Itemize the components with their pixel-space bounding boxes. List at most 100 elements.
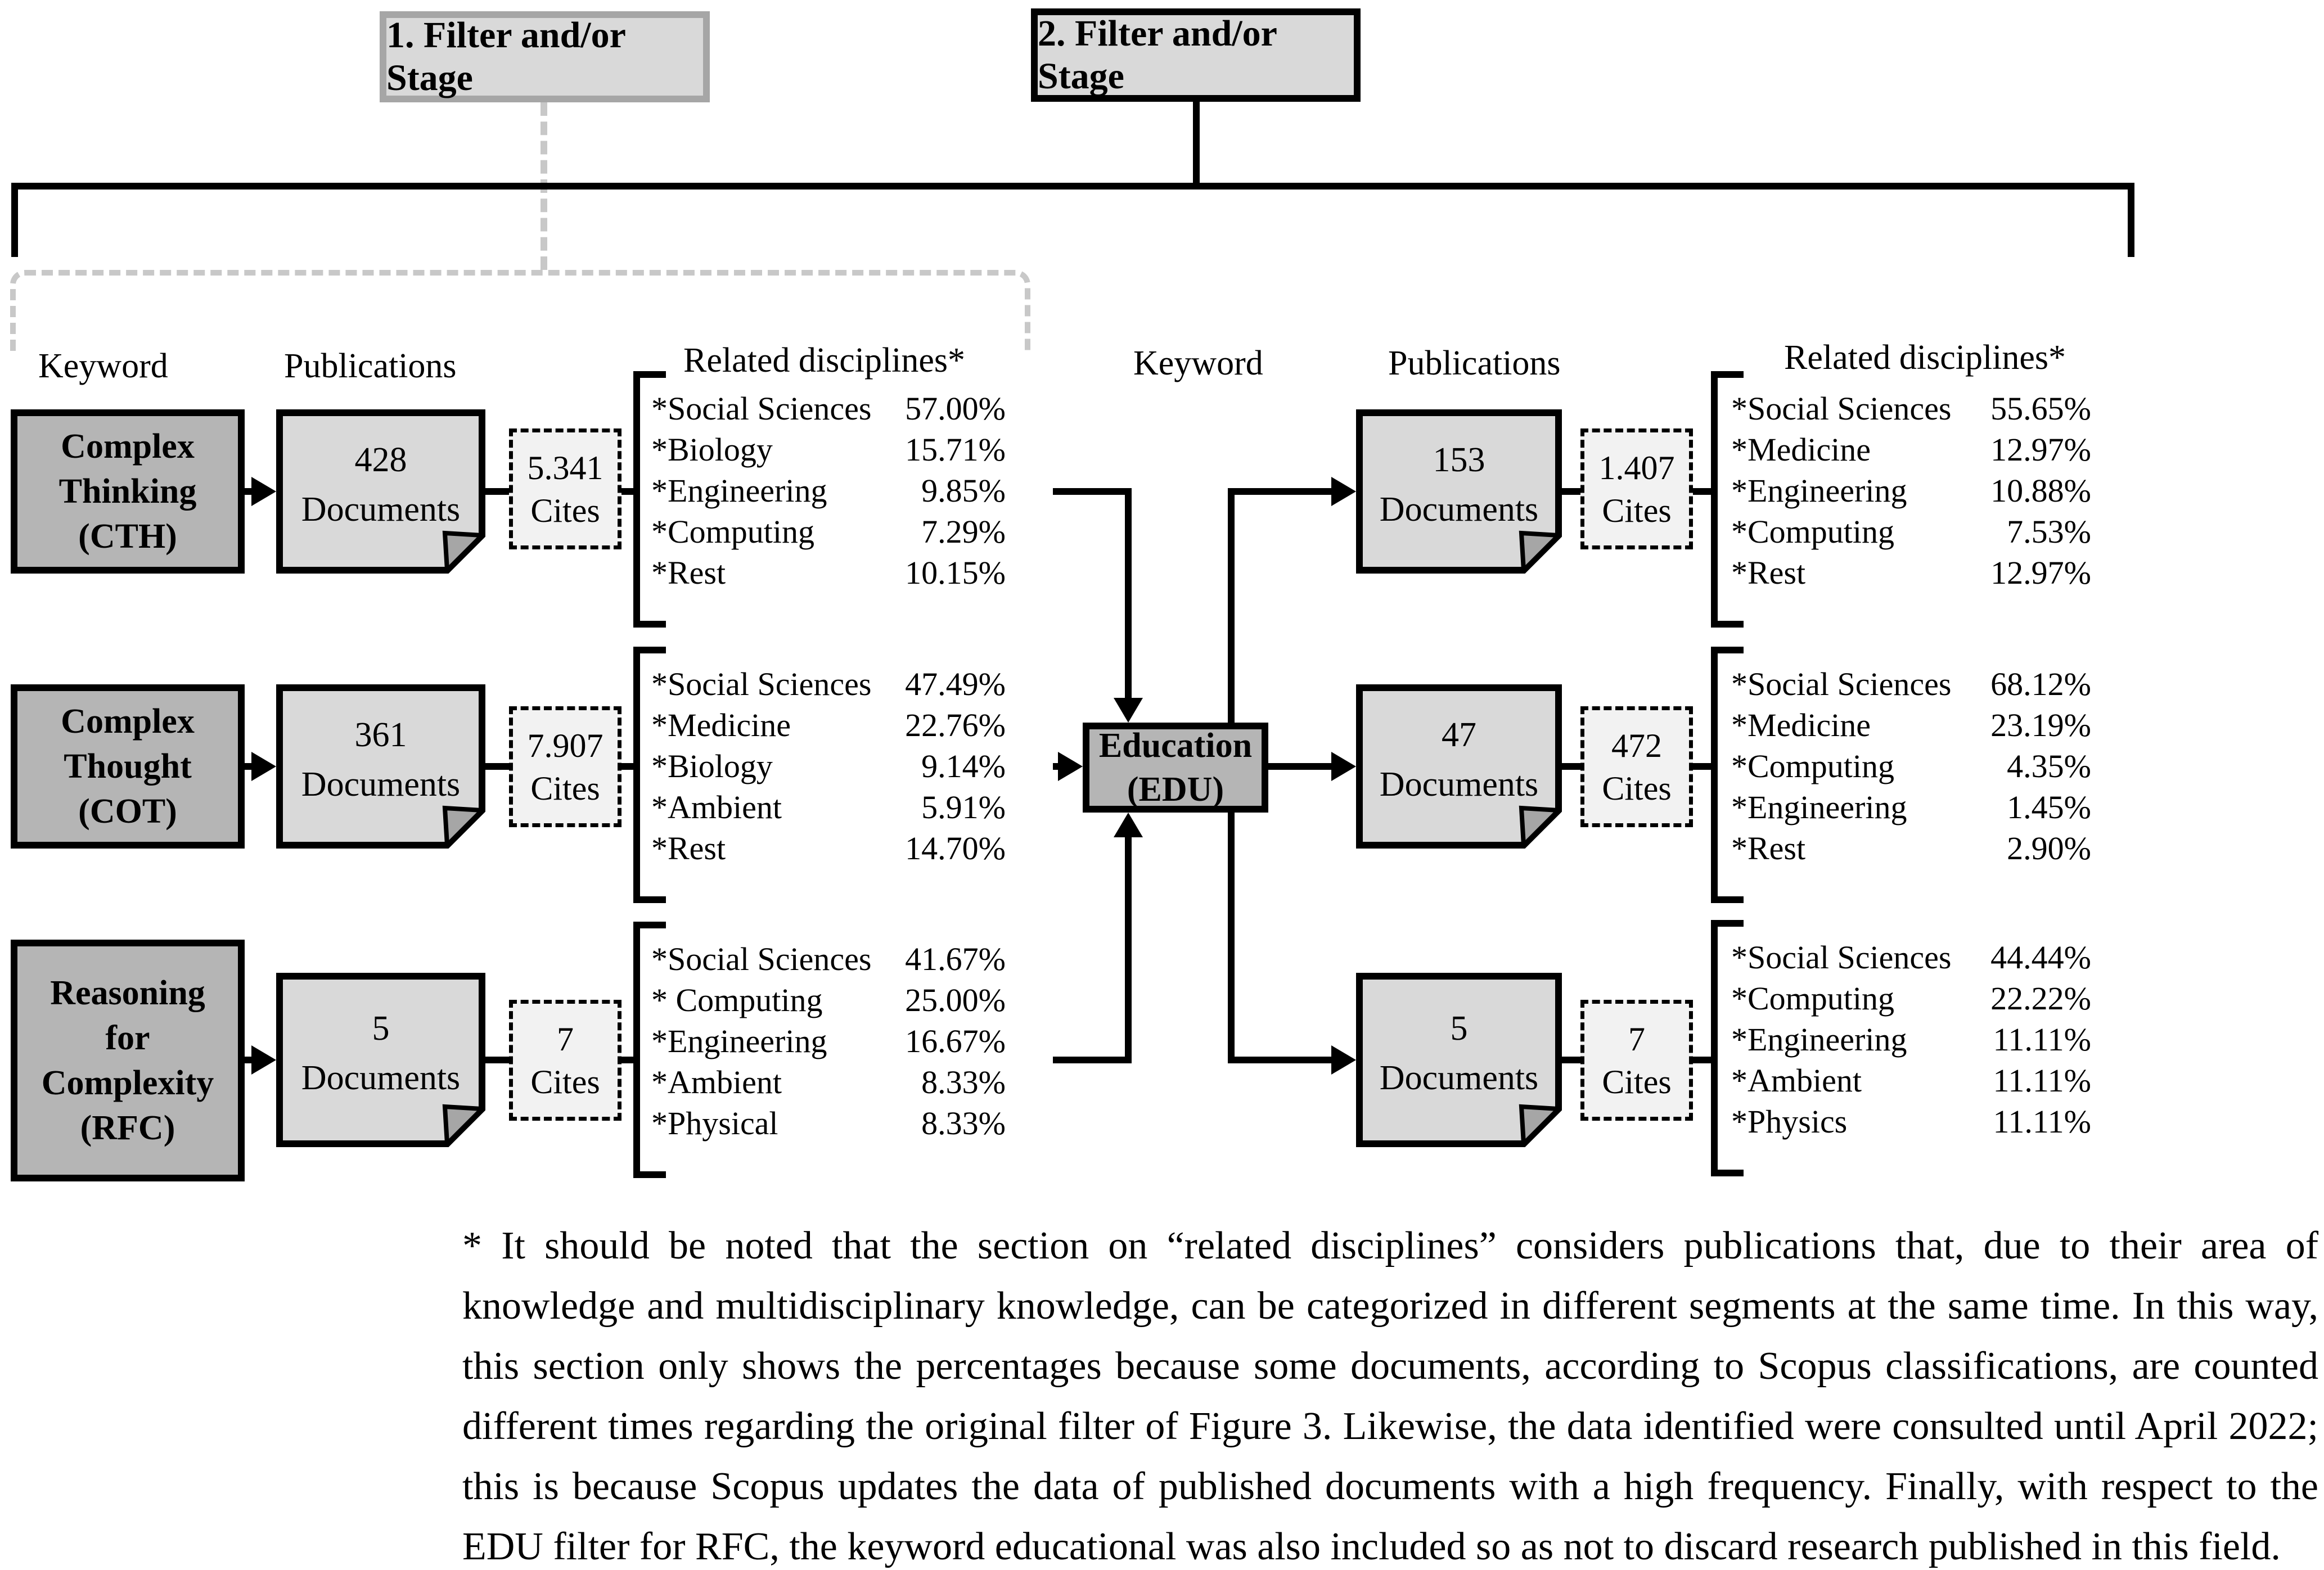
discipline-label: *Engineering [1731,789,1907,825]
connector-docs-cites-cot [485,763,509,770]
keyword-box-rfc-line: (RFC) [80,1109,175,1147]
discipline-value: 12.97% [1990,554,2091,591]
discipline-value: 47.49% [905,666,1006,702]
discipline-value: 23.19% [1990,707,2091,743]
discipline-value: 57.00% [905,390,1006,427]
discipline-label: *Physics [1731,1103,1848,1140]
keyword-box-cth: Complex Thinking (CTH) [11,409,245,574]
header-publications-right: Publications [1388,344,1561,382]
arrowhead-rfc-to-docs [251,1045,276,1075]
cites-box-edu-cth: 1.407 Cites [1580,428,1693,549]
stage1-box: 1. Filter and/or Stage [380,11,710,102]
discipline-label: *Rest [651,554,726,591]
connector-cites-bracket-r3 [1693,1057,1711,1063]
discipline-label: *Medicine [651,707,791,743]
discipline-label: *Engineering [651,1023,827,1059]
documents-value: 428 [354,441,407,480]
discipline-label: *Engineering [651,472,827,509]
discipline-label: *Ambient [651,1064,782,1100]
stage2-bracket-top [11,183,2134,190]
disciplines-bracket-r3 [1711,920,1744,1176]
documents-box-cot: 361 Documents [276,684,485,849]
connector-cites-bracket-r2 [1693,763,1711,770]
discipline-label: *Physical [651,1105,778,1142]
discipline-row: *Medicine 22.76% [651,705,1006,746]
discipline-row: *Medicine 12.97% [1731,429,2091,470]
discipline-value: 16.67% [905,1023,1006,1059]
cites-box-edu-cot: 472 Cites [1580,706,1693,827]
cites-box-rfc: 7 Cites [509,1000,621,1121]
cites-value: 7 [557,1020,574,1058]
discipline-value: 11.11% [1993,1021,2091,1058]
connector-cth-to-edu-h [1053,488,1132,495]
discipline-value: 11.11% [1993,1062,2091,1099]
keyword-box-rfc-line: Complexity [41,1064,214,1102]
discipline-value: 22.22% [1990,980,2091,1017]
discipline-value: 1.45% [2007,789,2091,825]
discipline-label: *Engineering [1731,472,1907,509]
disciplines-bracket-r1 [1711,371,1744,628]
discipline-value: 25.00% [905,982,1006,1018]
connector-edu-to-row1 [1235,488,1334,495]
discipline-value: 7.29% [921,513,1006,550]
discipline-label: *Social Sciences [1731,666,1952,702]
discipline-label: *Computing [1731,513,1895,550]
discipline-label: *Social Sciences [651,666,872,702]
documents-label: Documents [301,490,461,529]
cites-label: Cites [1602,491,1672,529]
stage1-dashed-region [10,270,1030,353]
documents-box-cth: 428 Documents [276,409,485,574]
discipline-label: * Computing [651,982,823,1018]
discipline-value: 10.15% [905,554,1006,591]
discipline-value: 44.44% [1990,939,2091,976]
discipline-row: *Social Sciences 47.49% [651,664,1006,705]
documents-value: 361 [354,716,407,755]
discipline-value: 12.97% [1990,431,2091,468]
discipline-value: 22.76% [905,707,1006,743]
keyword-box-cth-line: Thinking [58,472,197,511]
cites-label: Cites [1602,769,1672,807]
disciplines-bracket-cot [633,647,666,903]
header-keyword-left: Keyword [38,347,168,385]
header-related-left: Related disciplines* [683,341,966,380]
discipline-label: *Medicine [1731,431,1871,468]
documents-text-edu-rfc: 5 Documents [1356,973,1562,1133]
disciplines-list-cot: *Social Sciences 47.49% *Medicine 22.76% *… [651,664,1006,869]
edu-label: (EDU) [1127,770,1224,809]
documents-text-rfc: 5 Documents [276,973,485,1133]
cites-value: 5.341 [527,449,603,486]
connector-cites-bracket-r1 [1693,488,1711,495]
discipline-row: *Social Sciences 68.12% [1731,664,2091,705]
connector-rfc-to-edu-h [1053,1057,1132,1063]
cites-value: 472 [1611,727,1662,764]
header-publications-left: Publications [284,347,457,385]
discipline-value: 9.14% [921,748,1006,784]
documents-box-edu-cot: 47 Documents [1356,684,1562,849]
stage2-bracket-right-arm [2128,183,2134,257]
stage2-bracket-left-arm [11,183,18,257]
discipline-value: 68.12% [1990,666,2091,702]
arrowhead-edu-to-row3 [1331,1045,1356,1075]
stage2-label: 2. Filter and/or Stage [1038,13,1277,97]
documents-text-cot: 361 Documents [276,684,485,836]
documents-label: Documents [1379,765,1539,804]
documents-label: Documents [301,1058,461,1097]
